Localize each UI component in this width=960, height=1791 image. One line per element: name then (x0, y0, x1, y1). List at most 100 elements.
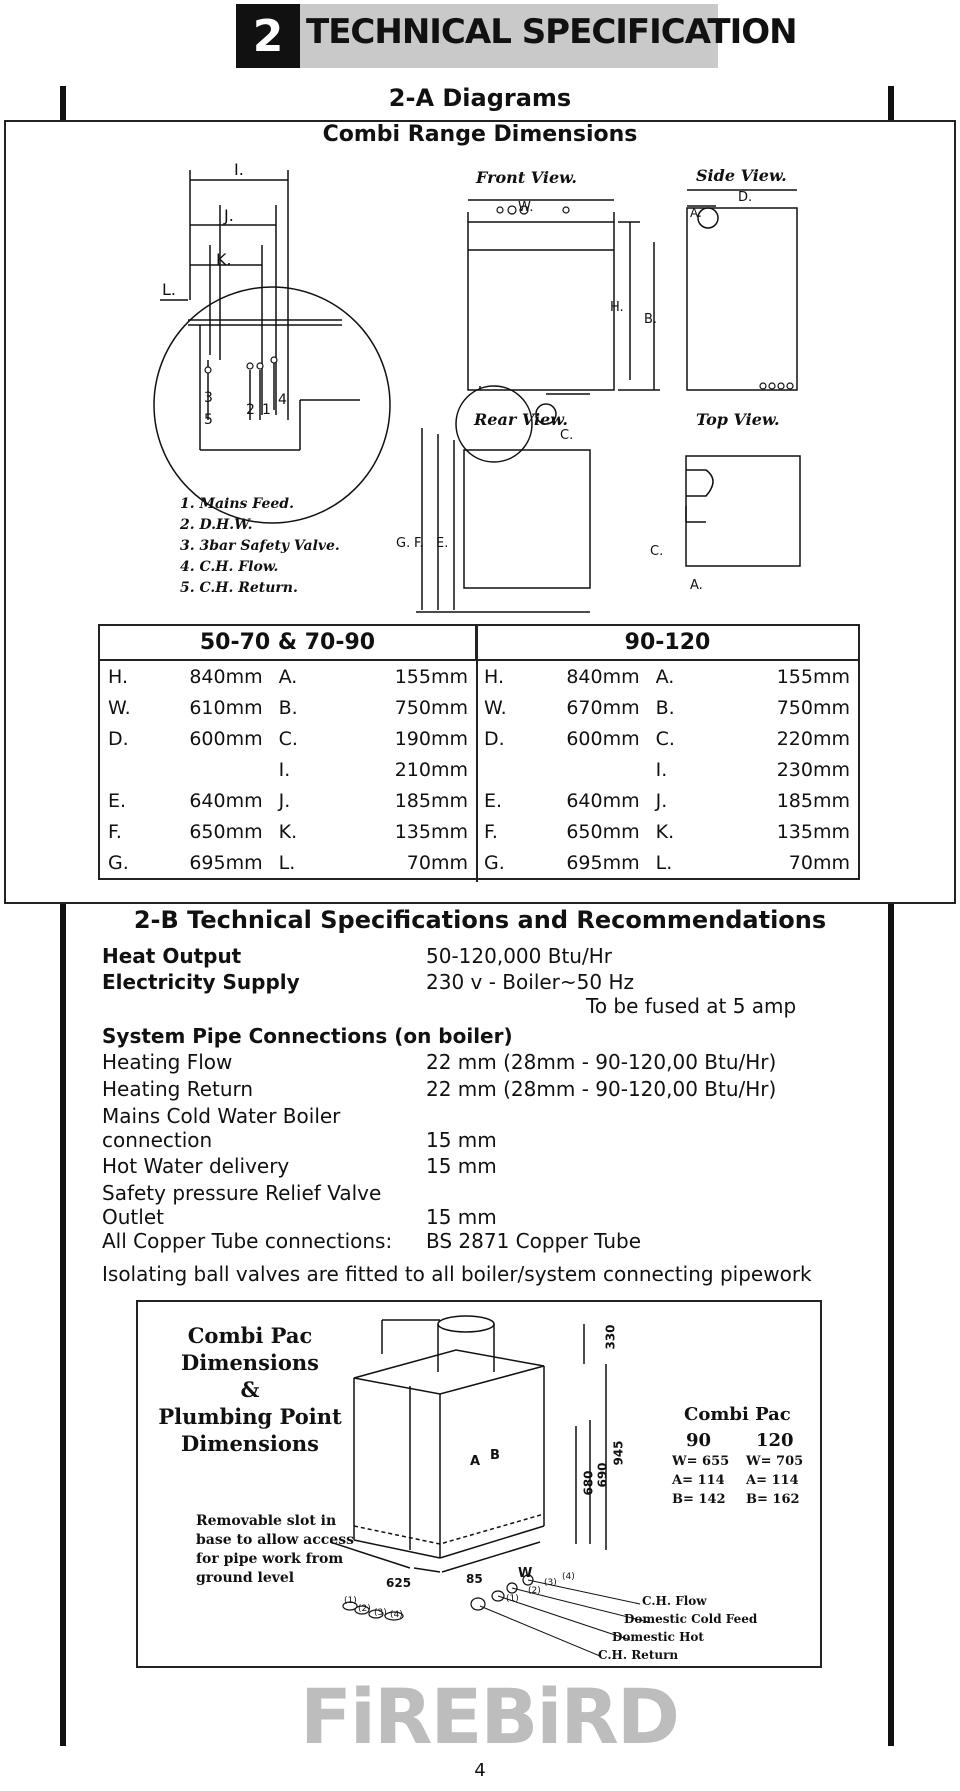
table-cell: 840mm (566, 665, 640, 688)
table-cell: 70mm (406, 851, 468, 874)
table-cell: 695mm (566, 851, 640, 874)
heat-output-label: Heat Output (102, 944, 242, 968)
dim-680: 680 (581, 1470, 596, 1496)
dim-b: B (490, 1448, 500, 1463)
dim-label-l: L. (162, 280, 176, 299)
note-line: Removable slot in (196, 1513, 337, 1529)
note-line: base to allow access (196, 1532, 354, 1548)
header-bar (236, 4, 718, 68)
mains-cold-label-2: connection (102, 1128, 213, 1152)
section-b-title: 2-B Technical Specifications and Recomme… (133, 906, 827, 934)
dim-value: A= 114 (746, 1473, 799, 1488)
table-cell: I. (655, 758, 668, 781)
electricity-note: To be fused at 5 amp (586, 994, 797, 1018)
model-120: 120 (756, 1430, 794, 1451)
heating-return-value: 22 mm (28mm - 90-120,00 Btu/Hr) (426, 1077, 777, 1101)
side-view-label: Side View. (696, 166, 787, 185)
heat-output-value: 50-120,000 Btu/Hr (426, 944, 612, 968)
table-cell: L. (278, 851, 296, 874)
table-cell: B. (655, 696, 675, 719)
detail-point-3: 3 (204, 390, 213, 406)
point-2-rear-label: (2) (528, 1586, 541, 1596)
diagram-box-title: Combi Range Dimensions (322, 122, 638, 147)
table-cell: 650mm (566, 820, 640, 843)
margin-line-left-top (60, 86, 66, 120)
table-cell: A. (278, 665, 298, 688)
safety-valve-label-2: Outlet (102, 1205, 164, 1229)
dim-a: A (470, 1454, 481, 1469)
legend-item: 1. Mains Feed. (180, 496, 294, 512)
table-cell (476, 754, 536, 785)
label-domestic-hot: Domestic Hot (612, 1630, 704, 1644)
combi-pac-title-line: Plumbing Point (158, 1404, 342, 1429)
table-cell: 650mm (189, 820, 263, 843)
table-cell (536, 754, 648, 785)
margin-line-right (888, 904, 894, 1746)
point-4-label: (4) (390, 1610, 403, 1620)
dim-label-d: D. (738, 190, 753, 205)
legend-item: 3. 3bar Safety Valve. (180, 538, 340, 554)
dim-label-a-side: A. (690, 206, 702, 220)
table-row: F. 650mm K. 135mm F. 650mm K. 135mm (99, 816, 859, 847)
dim-85: 85 (466, 1572, 483, 1586)
table-cell: 210mm (394, 758, 468, 781)
table-cell: W. (483, 696, 507, 719)
table-cell: K. (278, 820, 298, 843)
table-cell: 185mm (394, 789, 468, 812)
table-header-50-90: 50-70 & 70-90 (99, 625, 477, 661)
model-90: 90 (686, 1430, 712, 1451)
section-a-title: 2-A Diagrams (388, 84, 572, 112)
table-cell: 185mm (776, 789, 850, 812)
hot-water-value: 15 mm (426, 1154, 497, 1178)
table-header-90-120: 90-120 (475, 625, 859, 661)
dim-625: 625 (386, 1576, 412, 1590)
dimensions-table: 50-70 & 70-90 90-120 H. 840mm A. 155mm H… (98, 624, 860, 880)
copper-value: BS 2871 Copper Tube (426, 1229, 642, 1253)
legend-item: 4. C.H. Flow. (180, 559, 279, 575)
table-cell: 155mm (776, 665, 850, 688)
combi-pac-drawing (330, 1315, 649, 1657)
label-ch-flow: C.H. Flow (642, 1594, 707, 1608)
table-row: I. 210mm I. 230mm (99, 754, 859, 785)
table-cell: 190mm (394, 727, 468, 750)
table-cell: A. (655, 665, 675, 688)
table-cell: E. (483, 789, 503, 812)
model-90-dims: W= 655 A= 114 B= 142 (672, 1452, 729, 1509)
dim-value: B= 142 (672, 1492, 726, 1507)
diagram-box (4, 120, 956, 904)
table-cell: W. (108, 696, 131, 719)
front-view-label: Front View. (476, 168, 577, 187)
table-cell: 640mm (566, 789, 640, 812)
table-cell: C. (655, 727, 675, 750)
table-cell: 600mm (189, 727, 263, 750)
pipe-connections-heading: System Pipe Connections (on boiler) (102, 1024, 513, 1048)
dim-label-j: J. (224, 206, 234, 225)
combi-pac-box (136, 1300, 822, 1668)
table-row: E. 640mm J. 185mm E. 640mm J. 185mm (99, 785, 859, 816)
electricity-value: 230 v - Boiler~50 Hz (426, 970, 634, 994)
point-1-rear-label: (1) (506, 1594, 519, 1604)
table-cell: 600mm (566, 727, 640, 750)
table-cell: J. (278, 789, 291, 812)
table-cell: H. (108, 665, 128, 688)
table-cell: 695mm (189, 851, 263, 874)
table-cell: H. (483, 665, 504, 688)
table-cell (99, 754, 159, 785)
page-number: 4 (474, 1760, 486, 1781)
dim-label-i: I. (234, 160, 244, 179)
detail-point-5: 5 (204, 412, 213, 428)
mains-cold-label: Mains Cold Water Boiler (102, 1104, 341, 1128)
label-ch-return: C.H. Return (598, 1648, 679, 1662)
dim-value: B= 162 (746, 1492, 800, 1507)
copper-label: All Copper Tube connections: (102, 1229, 393, 1253)
electricity-label: Electricity Supply (102, 970, 300, 994)
detail-point-2: 2 (246, 402, 255, 418)
table-cell: 70mm (788, 851, 850, 874)
table-cell: F. (108, 820, 122, 843)
combi-pac-spec-title: Combi Pac (684, 1404, 791, 1425)
table-cell: D. (108, 727, 129, 750)
table-cell: 840mm (189, 665, 263, 688)
combi-pac-title-line: Dimensions (181, 1431, 319, 1456)
dim-label-a-top: A. (690, 578, 703, 593)
legend-item: 2. D.H.W. (180, 517, 253, 533)
